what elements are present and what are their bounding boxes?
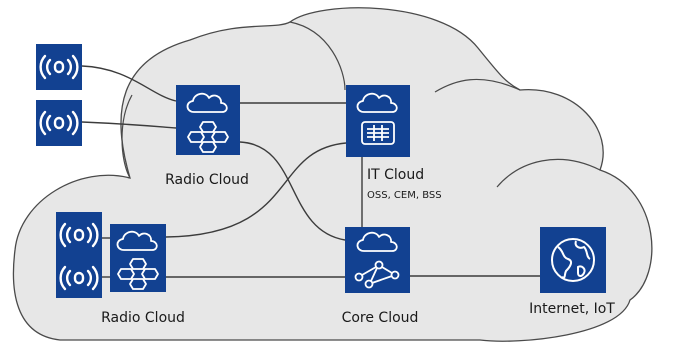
links (81, 65, 540, 278)
it-cloud-label: IT Cloud (367, 167, 424, 183)
radio-antenna-icon (36, 44, 82, 90)
internet-node[interactable] (540, 227, 606, 293)
radio-cloud-bottom-node[interactable] (110, 224, 166, 292)
core-cloud-node[interactable] (345, 227, 410, 293)
it-cloud-node[interactable] (346, 85, 410, 157)
radio-cloud-top-node[interactable] (176, 85, 240, 155)
cloud-graph-icon (354, 231, 400, 289)
link-it-radio-bottom (165, 142, 347, 238)
cloud-network-icon (116, 230, 159, 290)
link-antenna2-radio-top (81, 121, 177, 129)
radio-cloud-bottom-label: Radio Cloud (101, 310, 185, 326)
link-radio-top-core (239, 141, 346, 241)
internet-label: Internet, IoT (529, 301, 615, 317)
radio-antenna-icon (36, 100, 82, 146)
it-cloud-sublabel: OSS, CEM, BSS (367, 190, 442, 201)
radio-cloud-top-label: Radio Cloud (165, 172, 249, 188)
radio-antenna-icon (56, 258, 102, 298)
radio-antenna-icon (56, 212, 102, 258)
cloud-network-icon (186, 92, 229, 153)
core-cloud-label: Core Cloud (342, 310, 419, 326)
cloud-background (12, 7, 653, 342)
link-antenna1-radio-top (81, 65, 177, 102)
globe-icon (551, 238, 595, 282)
cloud-server-icon (356, 92, 398, 145)
